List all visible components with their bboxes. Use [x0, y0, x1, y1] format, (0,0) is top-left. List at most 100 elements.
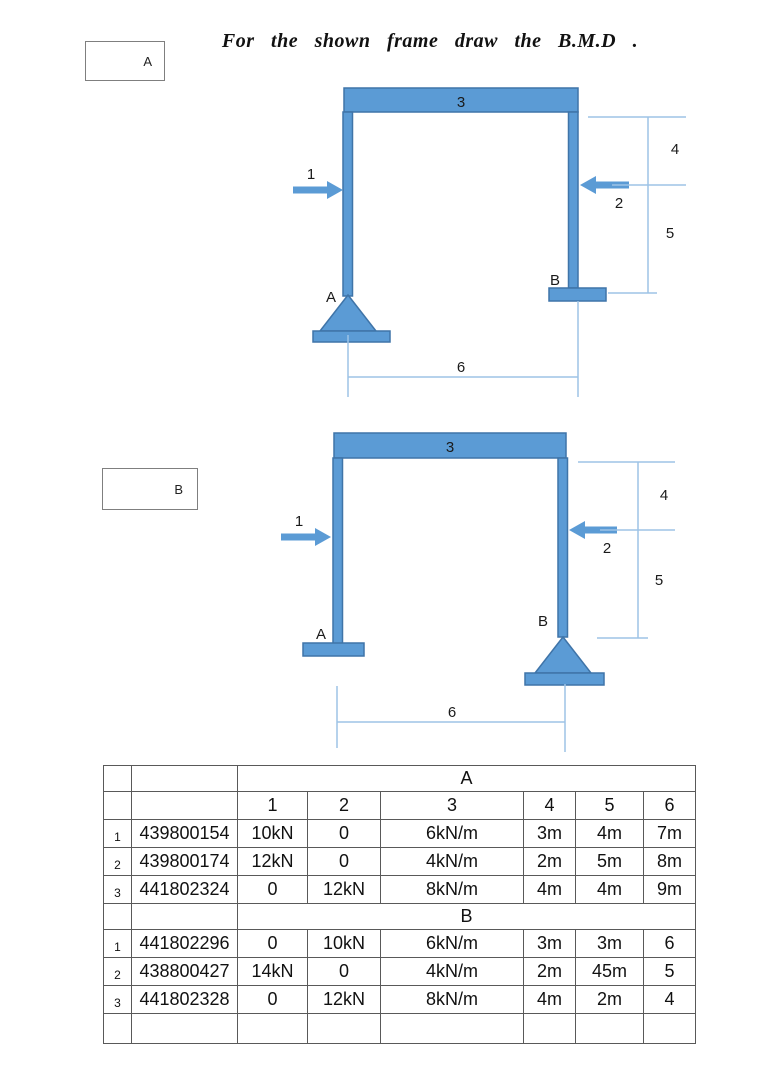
pin-support-triangle [533, 635, 593, 674]
span-label: 6 [448, 704, 456, 721]
value-cell: 5m [575, 847, 644, 876]
column-number-cell: 6 [642, 791, 697, 820]
value-cell: 0 [237, 985, 308, 1014]
upper-height-label: 4 [671, 141, 679, 158]
value-cell: 2m [523, 957, 576, 986]
table-row: 3 441802328 0 12kN 8kN/m 4m 2m 4 [103, 985, 697, 1014]
empty-cell [103, 903, 132, 930]
right-force-arrow-icon [580, 176, 629, 194]
student-id-cell: 441802324 [131, 875, 238, 904]
value-cell: 8kN/m [380, 985, 524, 1014]
frame-a-svg: 3 1 2 4 5 6 A B [293, 87, 686, 397]
right-support-label: B [550, 272, 560, 289]
empty-cell [523, 1013, 576, 1044]
section-b-label: B [174, 481, 183, 497]
frame-diagram-a: 3 1 2 4 5 6 A B [280, 85, 700, 405]
column-number-cell: 2 [307, 791, 381, 820]
table-row: 1 441802296 0 10kN 6kN/m 3m 3m 6 [103, 929, 697, 958]
table-row: 3 441802324 0 12kN 8kN/m 4m 4m 9m [103, 875, 697, 904]
table-row: 1 439800154 10kN 0 6kN/m 3m 4m 7m [103, 819, 697, 848]
empty-cell [237, 1013, 308, 1044]
span-label: 6 [457, 359, 465, 376]
fixed-support-plate [302, 642, 365, 657]
value-cell: 9m [642, 875, 697, 904]
upper-height-label: 4 [660, 487, 668, 504]
value-cell: 10kN [307, 929, 381, 958]
value-cell: 4kN/m [380, 847, 524, 876]
empty-row [103, 1013, 697, 1044]
left-force-arrow-icon [293, 181, 343, 199]
left-force-label: 1 [307, 166, 315, 183]
empty-cell [575, 1013, 644, 1044]
left-force-arrow-icon [281, 528, 331, 546]
student-id-cell: 439800174 [131, 847, 238, 876]
frame-diagram-b: 3 1 2 4 5 6 A B [275, 425, 695, 760]
student-id-cell: 438800427 [131, 957, 238, 986]
value-cell: 6kN/m [380, 929, 524, 958]
left-support-label: A [326, 289, 336, 306]
value-cell: 2m [575, 985, 644, 1014]
student-id-cell: 441802296 [131, 929, 238, 958]
lower-height-label: 5 [666, 225, 674, 242]
empty-cell [131, 765, 238, 792]
empty-cell [307, 1013, 381, 1044]
value-cell: 4m [575, 875, 644, 904]
value-cell: 3m [523, 819, 576, 848]
section-a-label: A [143, 53, 152, 69]
value-cell: 2m [523, 847, 576, 876]
empty-cell [380, 1013, 524, 1044]
value-cell: 3m [575, 929, 644, 958]
section-b-box: B [102, 468, 198, 510]
section-a-header-cell: A [236, 765, 697, 792]
column-number-cell: 3 [380, 791, 524, 820]
empty-cell [642, 1013, 697, 1044]
student-id-cell: 439800154 [131, 819, 238, 848]
empty-cell [131, 791, 238, 820]
top-beam [333, 432, 567, 459]
section-b-header-row: B [103, 903, 697, 930]
row-number-cell: 2 [103, 847, 132, 876]
left-support-label: A [316, 626, 326, 643]
value-cell: 7m [642, 819, 697, 848]
pin-support-base-plate [312, 330, 391, 343]
value-cell: 12kN [307, 985, 381, 1014]
value-cell: 3m [523, 929, 576, 958]
page-title: For the shown frame draw the B.M.D . [221, 30, 639, 52]
parameters-table: A 1 2 3 4 5 6 1 439800154 10kN 0 6kN/m 3… [103, 765, 697, 1044]
value-cell: 14kN [237, 957, 308, 986]
value-cell: 0 [307, 819, 381, 848]
table-row: 2 438800427 14kN 0 4kN/m 2m 45m 5 [103, 957, 697, 986]
value-cell: 12kN [307, 875, 381, 904]
empty-cell [103, 791, 132, 820]
right-support-label: B [538, 613, 548, 630]
value-cell: 4m [523, 985, 576, 1014]
section-a-header-row: A [103, 765, 697, 792]
row-number-cell: 1 [103, 819, 132, 848]
frame-b-svg: 3 1 2 4 5 6 A B [281, 432, 675, 752]
row-number-cell: 2 [103, 957, 132, 986]
section-a-box: A [85, 41, 165, 81]
value-cell: 4m [523, 875, 576, 904]
row-number-cell: 1 [103, 929, 132, 958]
value-cell: 12kN [237, 847, 308, 876]
value-cell: 4 [642, 985, 697, 1014]
value-cell: 6 [642, 929, 697, 958]
value-cell: 4m [575, 819, 644, 848]
right-column [557, 457, 569, 638]
right-force-arrow-icon [569, 521, 617, 539]
value-cell: 0 [307, 847, 381, 876]
value-cell: 4kN/m [380, 957, 524, 986]
pin-support-base-plate [524, 672, 605, 686]
value-cell: 0 [237, 929, 308, 958]
value-cell: 0 [307, 957, 381, 986]
column-numbers-row: 1 2 3 4 5 6 [103, 791, 697, 820]
column-number-cell: 1 [237, 791, 308, 820]
right-force-label: 2 [603, 540, 611, 557]
value-cell: 6kN/m [380, 819, 524, 848]
column-number-cell: 4 [523, 791, 576, 820]
beam-load-label: 3 [457, 94, 465, 111]
value-cell: 5 [642, 957, 697, 986]
table-row: 2 439800174 12kN 0 4kN/m 2m 5m 8m [103, 847, 697, 876]
row-number-cell: 3 [103, 875, 132, 904]
